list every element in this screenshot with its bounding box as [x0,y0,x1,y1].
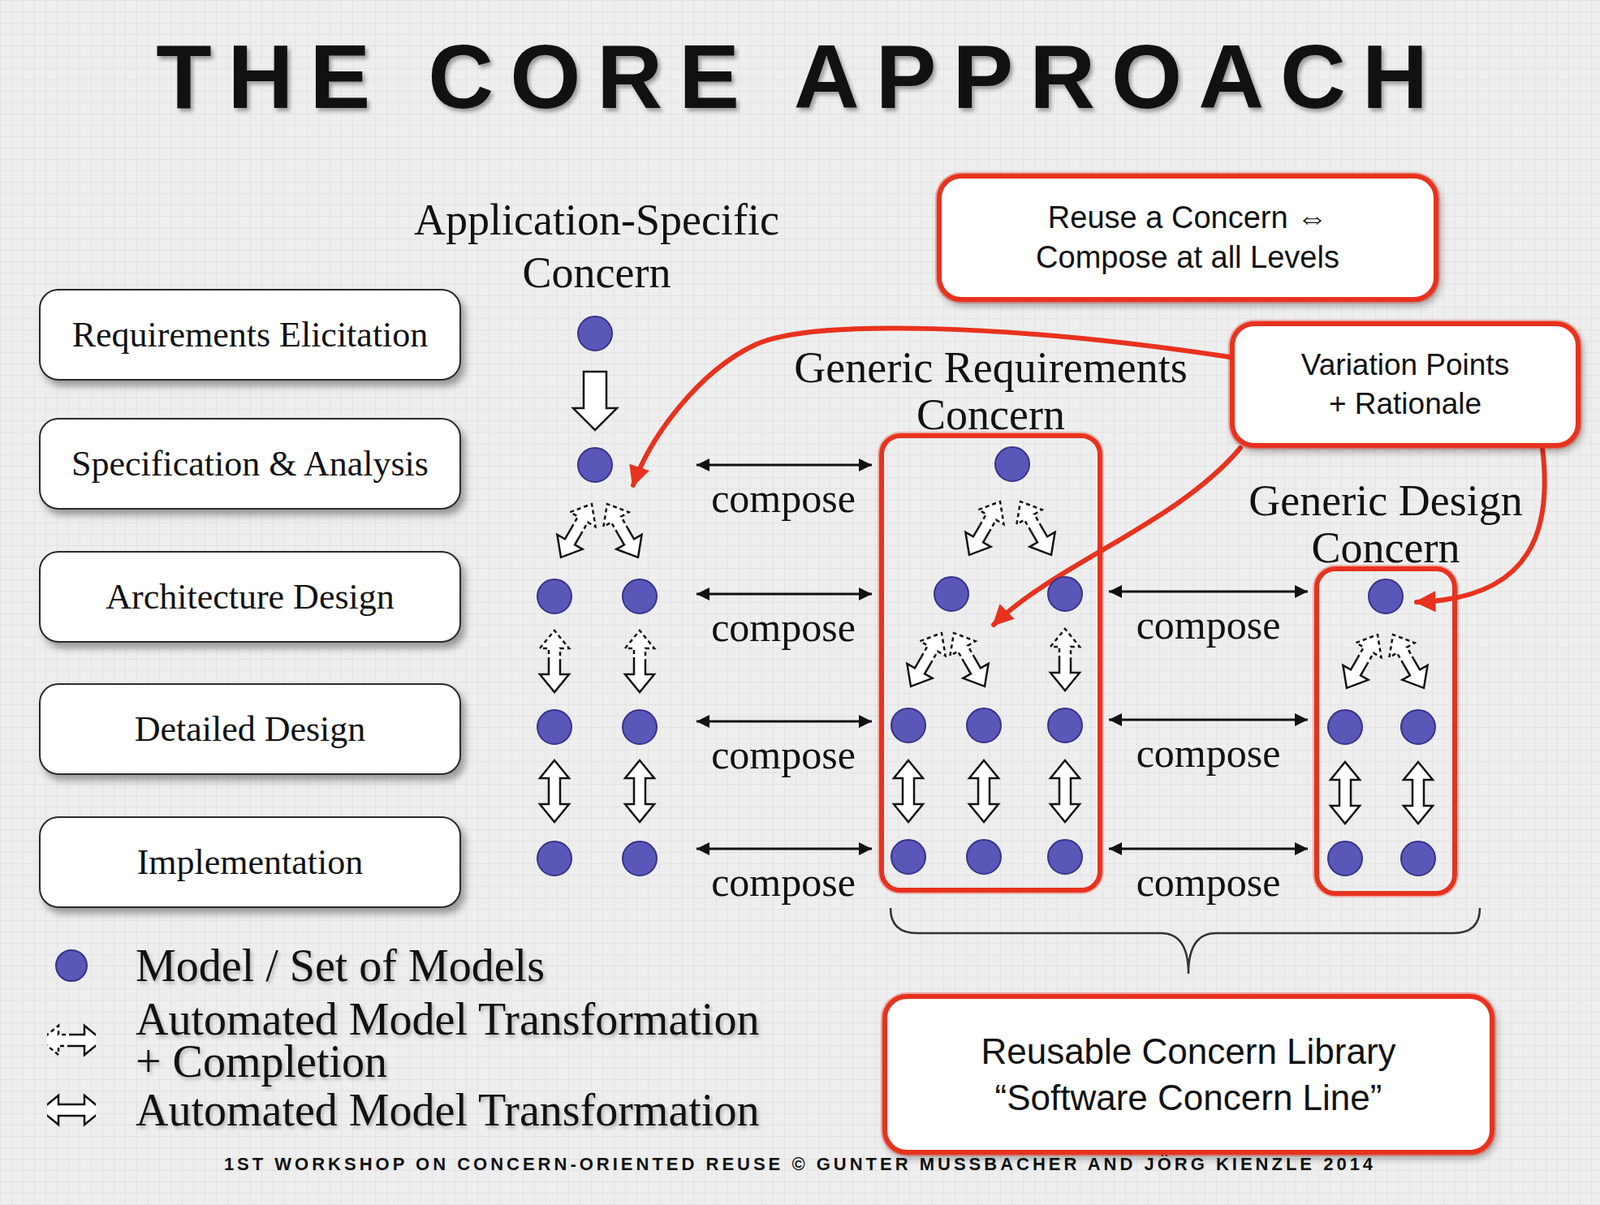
compose-arrow [696,464,872,467]
phase-box: Detailed Design [38,683,462,776]
transformation-completion-arrow [1380,627,1437,696]
compose-arrow [696,720,872,724]
transformation-arrow [1330,762,1360,824]
refine-arrow [573,371,617,431]
transformation-completion-arrow [1333,627,1390,696]
concern-group: Generic Requirements Concern [879,433,1103,893]
legend-text: Model / Set of Models [135,944,777,988]
compose-label: compose [685,605,881,651]
model-circle [891,840,926,875]
model-circle [537,841,572,876]
transformation-completion-arrow [956,494,1013,563]
phase-box: Implementation [38,816,462,909]
model-circle [622,579,657,614]
transformation-completion-arrow [594,496,651,565]
model-circle [1047,708,1083,743]
model-circle [891,708,926,743]
model-circle [1401,841,1436,876]
transformation-arrow [969,760,999,823]
footer-caption: 1ST WORKSHOP ON CONCERN-ORIENTED REUSE ©… [0,1153,1600,1177]
compose-connector [1108,590,1308,594]
curly-brace [890,908,1480,975]
transformation-arrow [1403,762,1433,824]
transformation-completion-arrow [1050,629,1080,691]
model-circle [1328,841,1363,876]
node-text: Detailed Design [134,708,367,751]
concern-heading: Generic Requirements Concern [780,344,1203,439]
transformation-arrow [539,760,570,823]
node-text: Requirements Elicitation [72,314,429,356]
legend-swatch [55,949,88,983]
transformation-completion-arrow [47,1026,96,1056]
model-circle [577,448,613,483]
transformation-completion-arrow [625,630,655,693]
callout-box: Reuse a Concern ⇔ Compose at all Levels [936,173,1439,302]
edge-label: compose [1111,603,1307,648]
node-text: Variation Points + Rationale [1291,345,1519,424]
model-circle [1047,577,1083,612]
phase-box: Architecture Design [38,551,462,643]
model-circle [995,447,1030,482]
compose-connector [1108,719,1308,722]
compose-arrow [696,593,872,596]
concern-group: Generic Design Concern [1314,566,1458,897]
transformation-completion-arrow [1007,494,1064,563]
node-text: Architecture Design [105,576,395,618]
model-circle [966,840,1001,875]
phase-box: Specification & Analysis [38,418,462,510]
edge-label: compose [1111,860,1307,906]
compose-label: compose [685,860,881,906]
compose-connector [1108,848,1308,851]
transformation-completion-arrow [940,625,997,695]
legend-text: Automated Model Transformation + Complet… [135,998,777,1083]
callout-arrow [633,327,1230,486]
model-circle [1047,840,1083,875]
edge-label: compose [1111,731,1307,777]
node-text: Implementation [137,841,364,884]
model-circle [537,710,572,745]
legend-symbol [47,1020,96,1061]
slide-title: THE CORE APPROACH [0,24,1600,130]
callout-box: Reusable Concern Library “Software Conce… [882,994,1495,1156]
model-circle [966,708,1001,743]
compose-label: compose [685,476,881,522]
callout-arrow [993,448,1241,626]
model-circle [1328,710,1363,745]
model-circle [622,710,657,745]
transformation-arrow [625,760,655,823]
transformation-completion-arrow [539,630,570,693]
model-circle [1368,579,1403,614]
transformation-completion-arrow [897,625,954,695]
compose-arrow [696,848,872,851]
legend-text: Automated Model Transformation [135,1089,777,1132]
transformation-arrow [47,1095,96,1126]
node-text: Reusable Concern Library “Software Conce… [961,1028,1416,1122]
concern-heading: Generic Design Concern [1215,477,1557,572]
node-text: Specification & Analysis [71,443,429,485]
model-circle [537,579,572,614]
callout-box: Variation Points + Rationale [1229,321,1581,449]
column-heading: Application-Specific Concern [385,194,808,300]
transformation-arrow [893,760,923,823]
model-circle [934,577,969,612]
model-circle [1401,710,1436,745]
transformation-arrow [1050,760,1080,823]
node-text: Reuse a Concern ⇔ Compose at all Levels [1009,198,1367,278]
phase-box: Requirements Elicitation [38,288,462,381]
model-circle [622,841,657,876]
legend-symbol [47,1090,96,1131]
model-circle [577,316,613,351]
transformation-completion-arrow [547,496,604,565]
compose-label: compose [685,733,881,778]
